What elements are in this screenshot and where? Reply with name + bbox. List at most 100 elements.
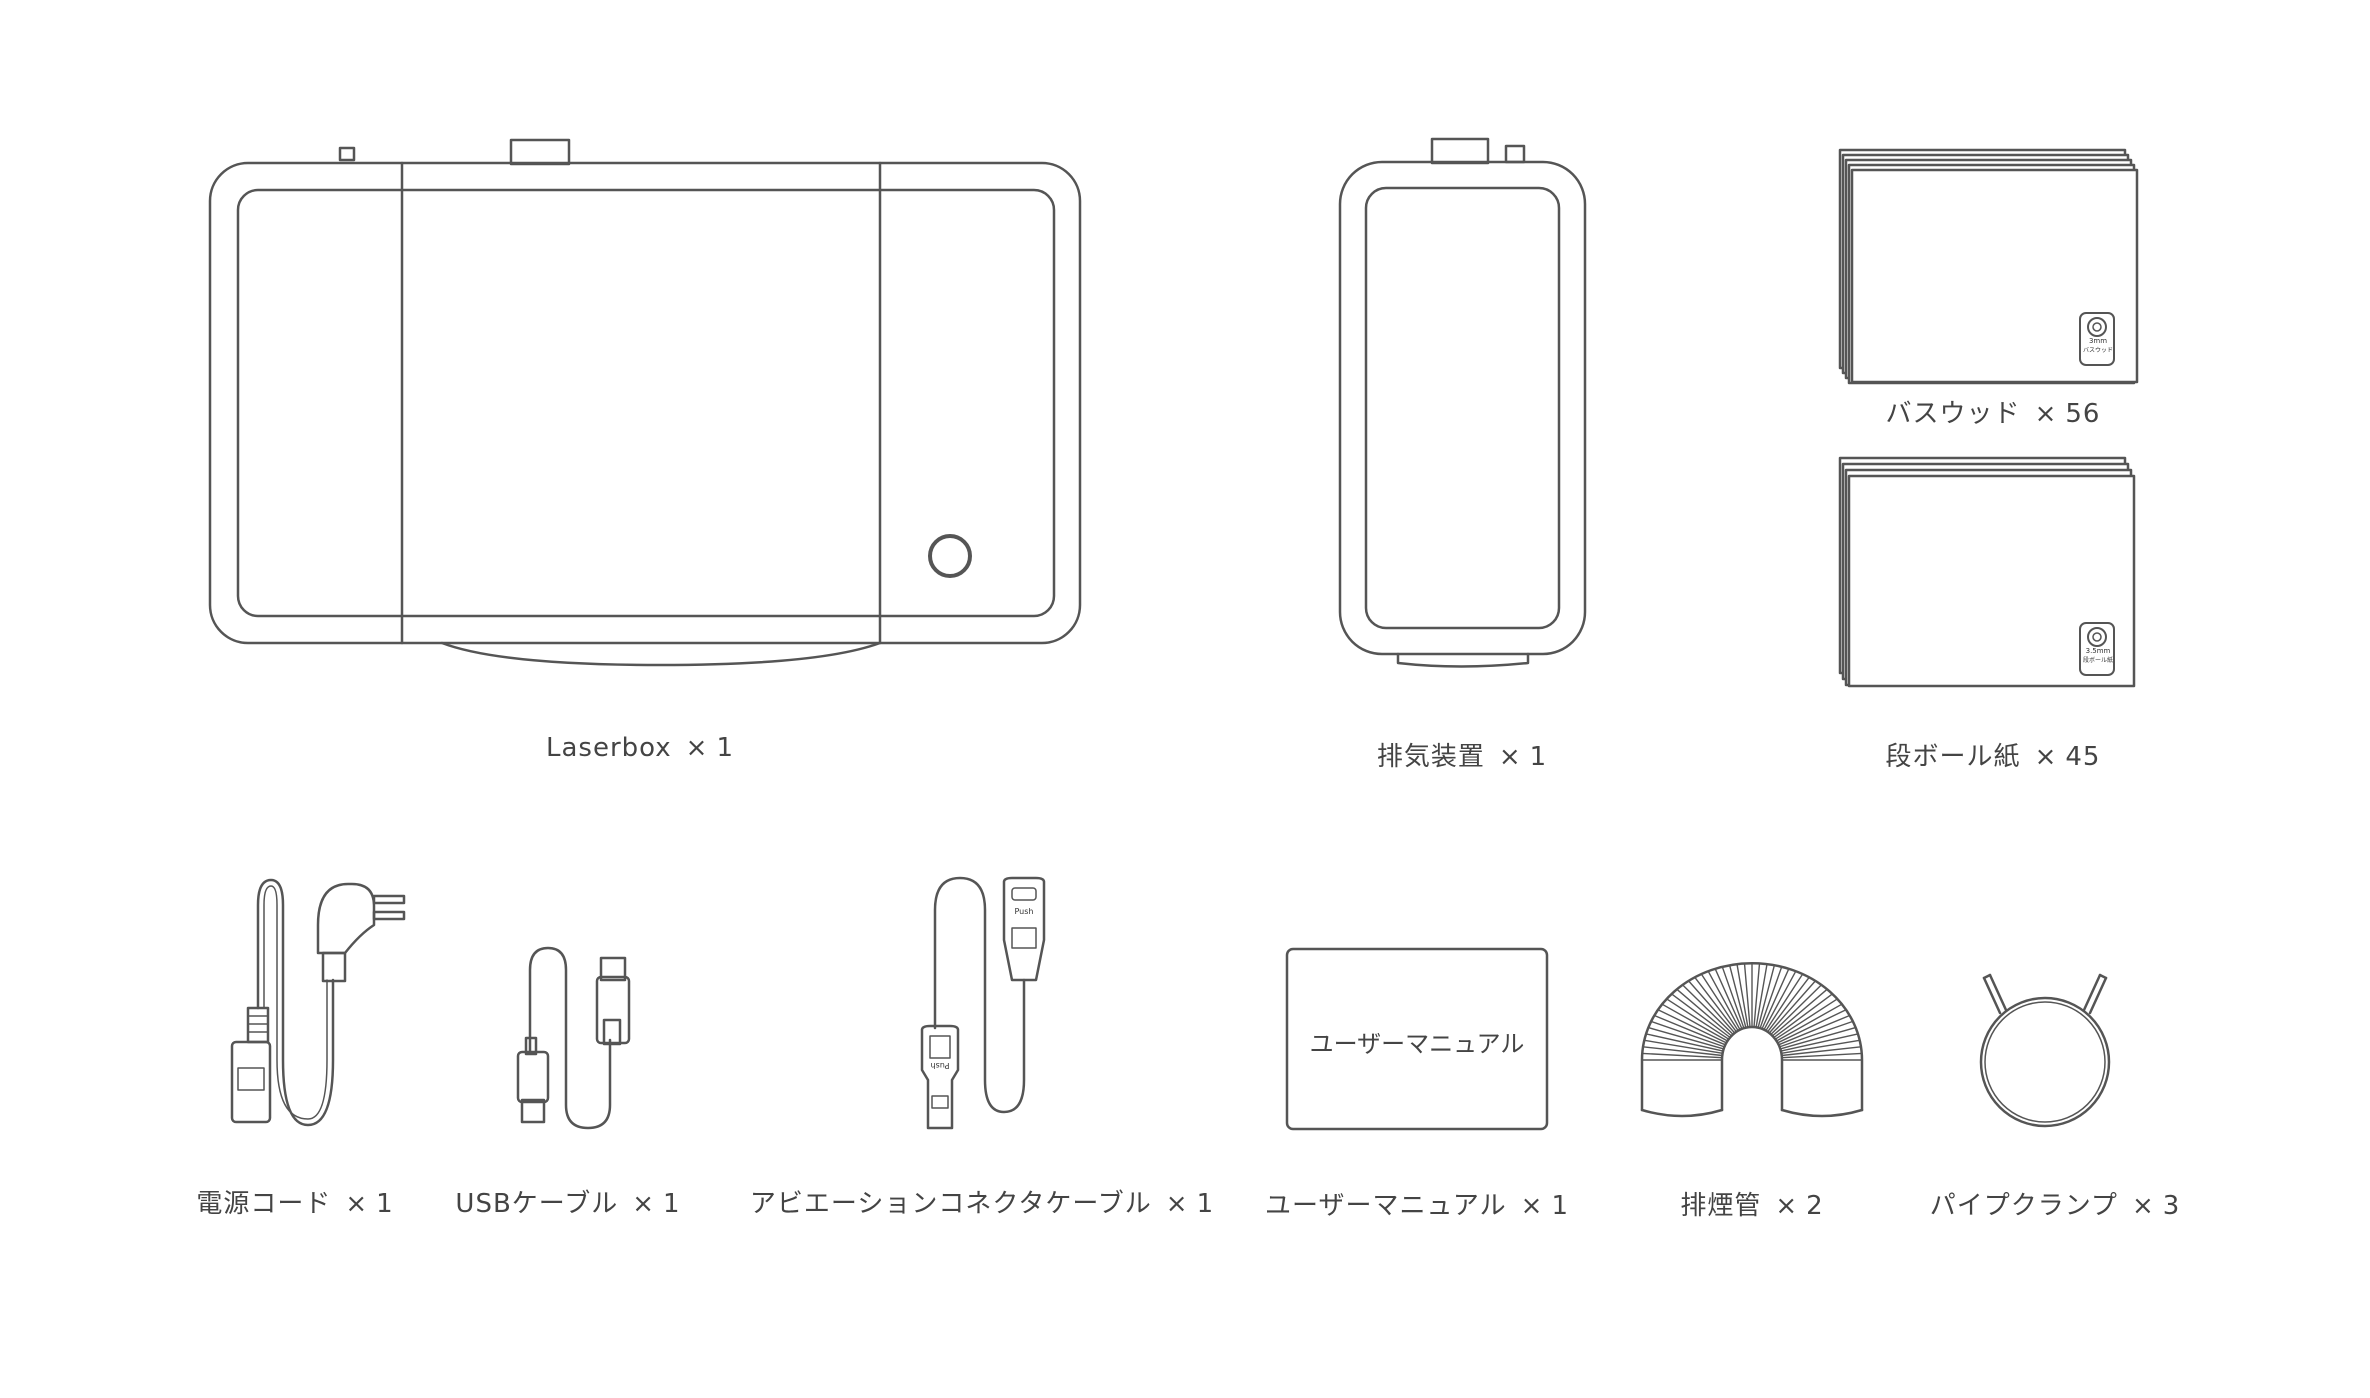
item-name: パイプクランプ xyxy=(1929,1191,2118,1221)
basswood-badge-size: 3mm xyxy=(2088,337,2108,345)
basswood-badge-label: バスウッド xyxy=(2082,347,2113,354)
pipe-rib xyxy=(1755,963,1768,1029)
item-count: 1 xyxy=(376,1189,394,1219)
times-sign: × xyxy=(2034,399,2058,429)
item-label-pipe-clamp: パイプクランプ ×3 xyxy=(1930,1185,2181,1222)
item-name: 排煙管 xyxy=(1680,1191,1762,1221)
item-label-power-cord: 電源コード×1 xyxy=(196,1183,393,1220)
pipe-rib xyxy=(1777,1014,1851,1046)
pipe-rib xyxy=(1776,1009,1847,1044)
pipe-rib xyxy=(1687,980,1736,1034)
item-count: 45 xyxy=(2065,742,2101,772)
pipe-outer-edge xyxy=(1640,961,1864,1112)
power-cord-icon xyxy=(230,878,406,1127)
pipe-rib xyxy=(1681,984,1734,1036)
item-count: 1 xyxy=(1551,1191,1570,1221)
pipe-rib xyxy=(1694,976,1738,1033)
pipe-rib xyxy=(1781,1052,1863,1059)
pipe-inner-edge xyxy=(1720,1025,1784,1112)
basswood-sheets-icon xyxy=(1838,148,2139,385)
item-name: USBケーブル xyxy=(455,1189,619,1219)
times-sign: × xyxy=(345,1189,369,1219)
times-sign: × xyxy=(632,1189,656,1219)
laserbox-machine-icon xyxy=(208,138,1082,667)
times-sign: × xyxy=(1520,1191,1544,1221)
pipe-rib xyxy=(1780,1046,1862,1057)
times-sign: × xyxy=(685,733,709,763)
exhaust-pipe-icon xyxy=(1640,961,1864,1118)
item-count: 1 xyxy=(716,733,734,763)
pipe-rib xyxy=(1736,963,1749,1029)
aviation-plug-label-lower: Push xyxy=(930,1061,950,1070)
item-label-exhaust-device: 排気装置×1 xyxy=(1377,736,1547,773)
item-label-aviation-cable: アビエーションコネクタケーブル×1 xyxy=(750,1183,1214,1220)
item-name: Laserbox xyxy=(546,733,672,763)
pipe-rib xyxy=(1670,993,1731,1039)
item-label-cardboard: 段ボール紙 ×45 xyxy=(1886,736,2101,773)
pipe-rib xyxy=(1657,1009,1728,1044)
times-sign: × xyxy=(1775,1191,1799,1221)
pipe-rib xyxy=(1780,1039,1861,1055)
times-sign: × xyxy=(2034,742,2058,772)
item-label-exhaust-pipe: 排煙管 ×2 xyxy=(1680,1185,1823,1222)
pipe-rib xyxy=(1763,970,1797,1031)
item-label-user-manual: ユーザーマニュアル ×1 xyxy=(1265,1185,1569,1222)
aviation-plug-label: Push xyxy=(1014,907,1034,916)
item-name: ユーザーマニュアル xyxy=(1264,1191,1507,1221)
pipe-rib xyxy=(1774,998,1839,1040)
item-count: 3 xyxy=(2162,1191,2181,1221)
pipe-rib xyxy=(1653,1014,1727,1046)
aviation-connector-cable-icon xyxy=(920,876,1046,1130)
item-name: 段ボール紙 xyxy=(1885,742,2021,772)
pipe-rib xyxy=(1757,964,1776,1029)
pipe-rib xyxy=(1714,968,1743,1030)
item-label-basswood: バスウッド ×56 xyxy=(1886,393,2101,430)
item-count: 1 xyxy=(1196,1189,1215,1219)
pipe-rib xyxy=(1665,998,1730,1040)
cardboard-sheets-icon xyxy=(1838,456,2136,688)
item-name: バスウッド xyxy=(1885,399,2021,429)
pipe-rib xyxy=(1642,1046,1724,1057)
pipe-rib xyxy=(1759,966,1783,1029)
pipe-rib xyxy=(1643,1039,1724,1055)
cardboard-badge-label: 段ボール紙 xyxy=(2082,657,2113,664)
pipe-rib xyxy=(1780,1033,1859,1052)
pipe-rib xyxy=(1761,968,1790,1030)
times-sign: × xyxy=(2131,1191,2155,1221)
usb-cable-icon xyxy=(516,946,631,1130)
item-label-laserbox: Laserbox ×1 xyxy=(546,733,734,763)
cardboard-badge: 3.5mm 段ボール紙 xyxy=(2076,647,2120,665)
pipe-end xyxy=(1640,1108,1724,1118)
pipe-rib xyxy=(1707,970,1741,1031)
pipe-rib xyxy=(1645,1033,1724,1052)
item-count: 1 xyxy=(663,1189,681,1219)
cardboard-badge-size: 3.5mm xyxy=(2085,647,2111,655)
pipe-rib xyxy=(1768,980,1817,1034)
user-manual-icon xyxy=(1285,947,1549,1131)
pipe-rib xyxy=(1743,962,1751,1028)
exhaust-device-icon xyxy=(1338,137,1587,668)
times-sign: × xyxy=(1165,1189,1189,1219)
pipe-rib xyxy=(1661,1003,1729,1042)
pipe-rib xyxy=(1770,984,1823,1036)
pipe-rib xyxy=(1765,973,1804,1032)
pipe-rib xyxy=(1779,1026,1857,1050)
pipe-clamp-icon xyxy=(1979,973,2111,1128)
basswood-badge: 3mm バスウッド xyxy=(2079,337,2117,355)
item-name: 排気装置 xyxy=(1376,742,1485,772)
pipe-rib xyxy=(1771,988,1828,1037)
pipe-rib xyxy=(1647,1026,1725,1050)
pipe-rib xyxy=(1775,1003,1843,1042)
item-label-usb-cable: USBケーブル ×1 xyxy=(455,1183,680,1220)
pipe-rib xyxy=(1773,993,1834,1039)
pipe-rib xyxy=(1721,966,1745,1029)
pipe-rib xyxy=(1728,964,1747,1029)
user-manual-cover-text: ユーザーマニュアル xyxy=(1309,1030,1525,1058)
item-count: 56 xyxy=(2065,399,2101,429)
item-count: 2 xyxy=(1806,1191,1824,1221)
pipe-rib xyxy=(1766,976,1810,1033)
pipe-rib xyxy=(1650,1020,1726,1048)
pipe-rib xyxy=(1778,1020,1854,1048)
